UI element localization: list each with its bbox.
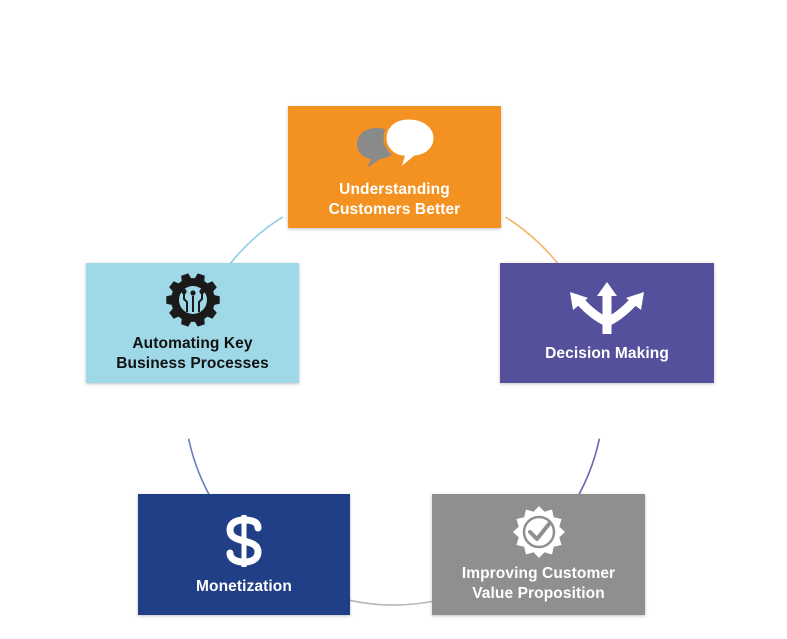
badge-check-icon bbox=[512, 505, 565, 558]
node-decision-making: Decision Making bbox=[500, 263, 714, 383]
node-label: Automating Key Business Processes bbox=[116, 335, 269, 372]
node-label: Improving Customer Value Proposition bbox=[461, 564, 616, 602]
node-label: Understanding Customers Better bbox=[328, 181, 461, 218]
node-improving-value-proposition: Improving Customer Value Proposition bbox=[432, 494, 645, 615]
ring-segment-improving-monetization bbox=[343, 598, 438, 606]
node-label: Decision Making bbox=[545, 345, 669, 362]
dollar-icon bbox=[226, 514, 262, 567]
gear-circuit-icon bbox=[165, 273, 220, 327]
node-automating-processes: Automating Key Business Processes bbox=[86, 263, 299, 383]
node-monetization: Monetization bbox=[138, 494, 350, 615]
node-label: Monetization bbox=[196, 577, 292, 595]
split-arrows-icon bbox=[570, 282, 644, 334]
node-understanding-customers: Understanding Customers Better bbox=[288, 106, 501, 228]
speech-bubbles-icon bbox=[356, 116, 437, 174]
